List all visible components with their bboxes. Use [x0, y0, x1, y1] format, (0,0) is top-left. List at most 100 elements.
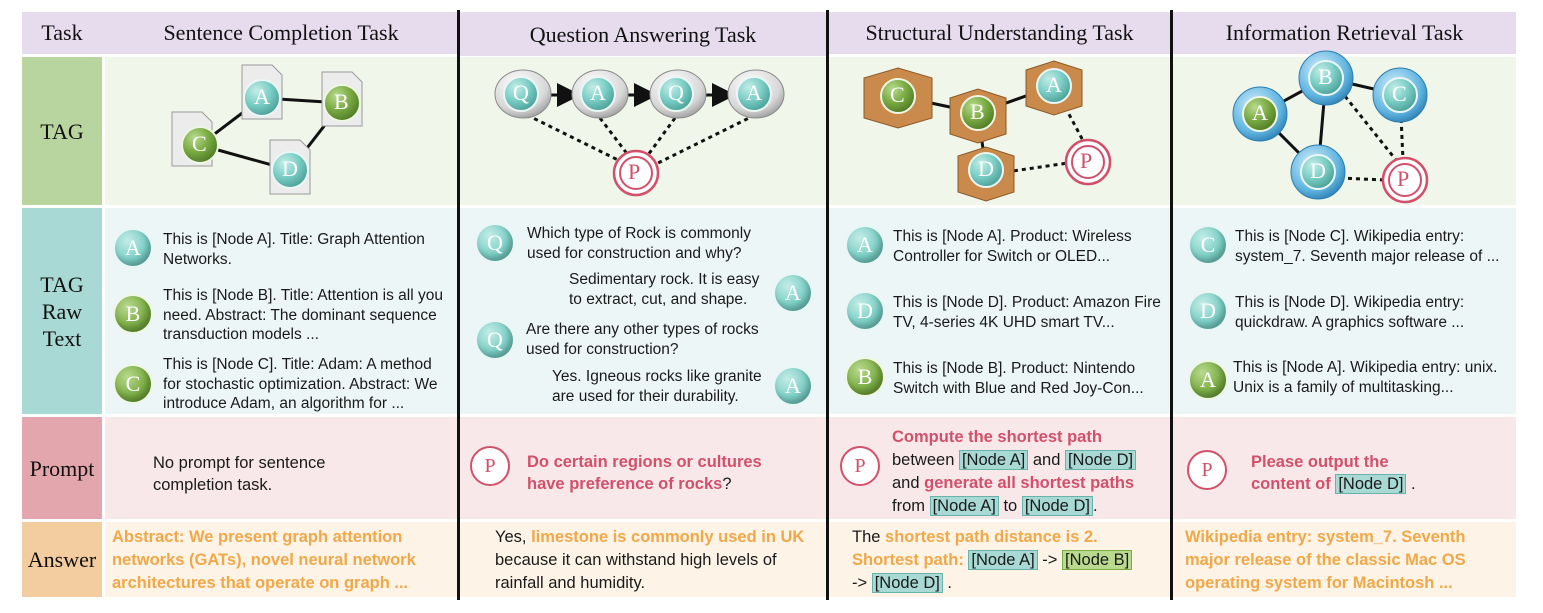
prompt-retrieval-text: Please output the content of [1251, 453, 1389, 493]
raw-text-entry: This is [Node D]. Wikipedia entry: quick… [1235, 294, 1465, 331]
raw-text-entry: This is [Node C]. Title: Adam: A method … [163, 356, 438, 412]
node-tag-d: [Node D] [871, 573, 943, 593]
column-separator-3 [1170, 10, 1173, 600]
node-tag-d: [Node D] [1335, 474, 1407, 494]
answer-structural-highlight: shortest path distance is 2. Shortest pa… [852, 528, 1098, 569]
prompt-row-bg [105, 417, 1516, 519]
prompt-icon-letter: P [854, 454, 866, 477]
raw-text-entry: Which type of Rock is commonly used for … [527, 225, 751, 262]
prompt-end: . [1092, 497, 1098, 515]
column-separator-2 [826, 10, 829, 600]
raw-text-entry: This is [Node B]. Title: Attention is al… [163, 287, 443, 343]
row-label-raw-l3: Text [42, 325, 82, 351]
prompt-icon-letter: P [1201, 458, 1213, 481]
node-tag-a: [Node A] [929, 496, 999, 516]
prompt-and2: and [892, 474, 925, 492]
column-separator-1 [457, 10, 460, 600]
node-badge-b: B [113, 294, 153, 334]
prompt-to: to [998, 497, 1022, 515]
node-tag-d: [Node D] [1064, 450, 1137, 470]
node-badge-letter: D [1200, 298, 1216, 323]
node-badge-letter: C [1200, 232, 1216, 257]
prompt-icon: P [840, 446, 880, 486]
raw-text-entry: Yes. Igneous rocks like granite are used… [552, 368, 762, 405]
prompt-icon-letter: P [484, 454, 496, 477]
answer-qa-post: because it can withstand high levels of … [495, 551, 777, 592]
node-badge-c: C [113, 364, 153, 404]
node-tag-a: [Node A] [958, 450, 1029, 470]
answer-structural: The shortest path distance is 2. Shortes… [852, 526, 1162, 595]
raw-text-entry: This is [Node A]. Product: Wireless Cont… [893, 228, 1132, 265]
answer-structural-end: . [942, 574, 953, 592]
answer-arrow: -> [1037, 551, 1063, 569]
row-label-raw-l2: Raw [41, 298, 83, 324]
node-badge-a: A [113, 228, 153, 268]
row-label-tag-text: TAG [40, 118, 84, 144]
row-label-tag: TAG [22, 57, 102, 205]
prompt-generate: generate all shortest paths [924, 474, 1135, 492]
node-badge-letter: A [1200, 367, 1216, 392]
raw-text-entry: This is [Node D]. Product: Amazon Fire T… [893, 294, 1161, 331]
node-badge-letter: A [857, 232, 873, 257]
answer-retrieval: Wikipedia entry: system_7. Seventh major… [1185, 528, 1466, 592]
node-badge-a: A [773, 366, 813, 406]
node-badge-q: Q [475, 223, 515, 263]
node-badge-c: C [1188, 225, 1228, 265]
node-tag-a: [Node A] [968, 550, 1038, 570]
raw-text-entry: This is [Node C]. Wikipedia entry: syste… [1235, 228, 1500, 265]
column-header-qa: Question Answering Task [460, 14, 826, 56]
column-header-structural: Structural Understanding Task [829, 12, 1170, 54]
raw-text-entry: Sedimentary rock. It is easy to extract,… [569, 271, 760, 308]
column-header-retrieval: Information Retrieval Task [1173, 12, 1516, 54]
node-badge-d: D [1188, 291, 1228, 331]
prompt-icon: P [470, 446, 510, 486]
node-badge-letter: A [125, 235, 141, 260]
answer-qa-highlight: limestone is commonly used in UK [531, 528, 805, 546]
node-badge-letter: Q [487, 230, 503, 255]
row-label-answer-text: Answer [27, 547, 97, 572]
task-header: Task [22, 12, 102, 54]
row-label-raw-text: TAG Raw Text [22, 208, 102, 414]
node-badge-letter: Q [487, 327, 503, 352]
node-badge-letter: D [857, 298, 873, 323]
node-tag-b: [Node B] [1062, 550, 1133, 570]
node-badge-b: B [845, 357, 885, 397]
raw-text-entry: This is [Node A]. Title: Graph Attention… [163, 231, 425, 268]
prompt-qa-end: ? [722, 475, 732, 493]
prompt-qa-text: Do certain regions or cultures have pref… [527, 453, 762, 493]
node-badge-letter: B [857, 364, 873, 389]
tag-row-bg [105, 57, 1516, 205]
prompt-between: between [892, 451, 959, 469]
prompt-structural: Compute the shortest path between [Node … [892, 426, 1167, 518]
node-badge-letter: A [785, 373, 801, 398]
row-label-prompt-text: Prompt [29, 455, 95, 481]
answer-structural-pre: The [852, 528, 886, 546]
node-badge-letter: B [125, 301, 141, 326]
row-label-prompt: Prompt [22, 417, 102, 519]
raw-text-entry: This is [Node B]. Product: Nintendo Swit… [893, 360, 1144, 397]
row-label-answer: Answer [22, 522, 102, 597]
node-badge-q: Q [475, 320, 515, 360]
node-badge-a: A [1188, 360, 1228, 400]
prompt-qa: Do certain regions or cultures have pref… [527, 451, 797, 495]
answer-arrow-2: -> [852, 574, 872, 592]
column-header-sentence: Sentence Completion Task [105, 12, 457, 54]
raw-text-entry: This is [Node A]. Wikipedia entry: unix.… [1233, 359, 1498, 396]
answer-qa-pre: Yes, [495, 528, 532, 546]
node-badge-d: D [845, 291, 885, 331]
prompt-icon: P [1187, 450, 1227, 490]
node-badge-letter: A [785, 280, 801, 305]
prompt-from: from [892, 497, 930, 515]
prompt-and: and [1028, 451, 1065, 469]
answer-row-bg [105, 522, 1516, 597]
answer-sentence: Abstract: We present graph attention net… [112, 528, 416, 592]
node-badge-a: A [845, 225, 885, 265]
node-tag-d: [Node D] [1021, 496, 1093, 516]
prompt-retrieval-end: . [1406, 475, 1416, 493]
answer-qa: Yes, limestone is commonly used in UK be… [495, 526, 815, 595]
prompt-structural-l1: Compute the shortest path [892, 428, 1102, 446]
row-label-raw-l1: TAG [40, 271, 84, 297]
node-badge-a: A [773, 273, 813, 313]
raw-text-entry: Are there any other types of rocks used … [526, 321, 759, 358]
prompt-retrieval: Please output the content of [Node D] . [1251, 451, 1451, 495]
